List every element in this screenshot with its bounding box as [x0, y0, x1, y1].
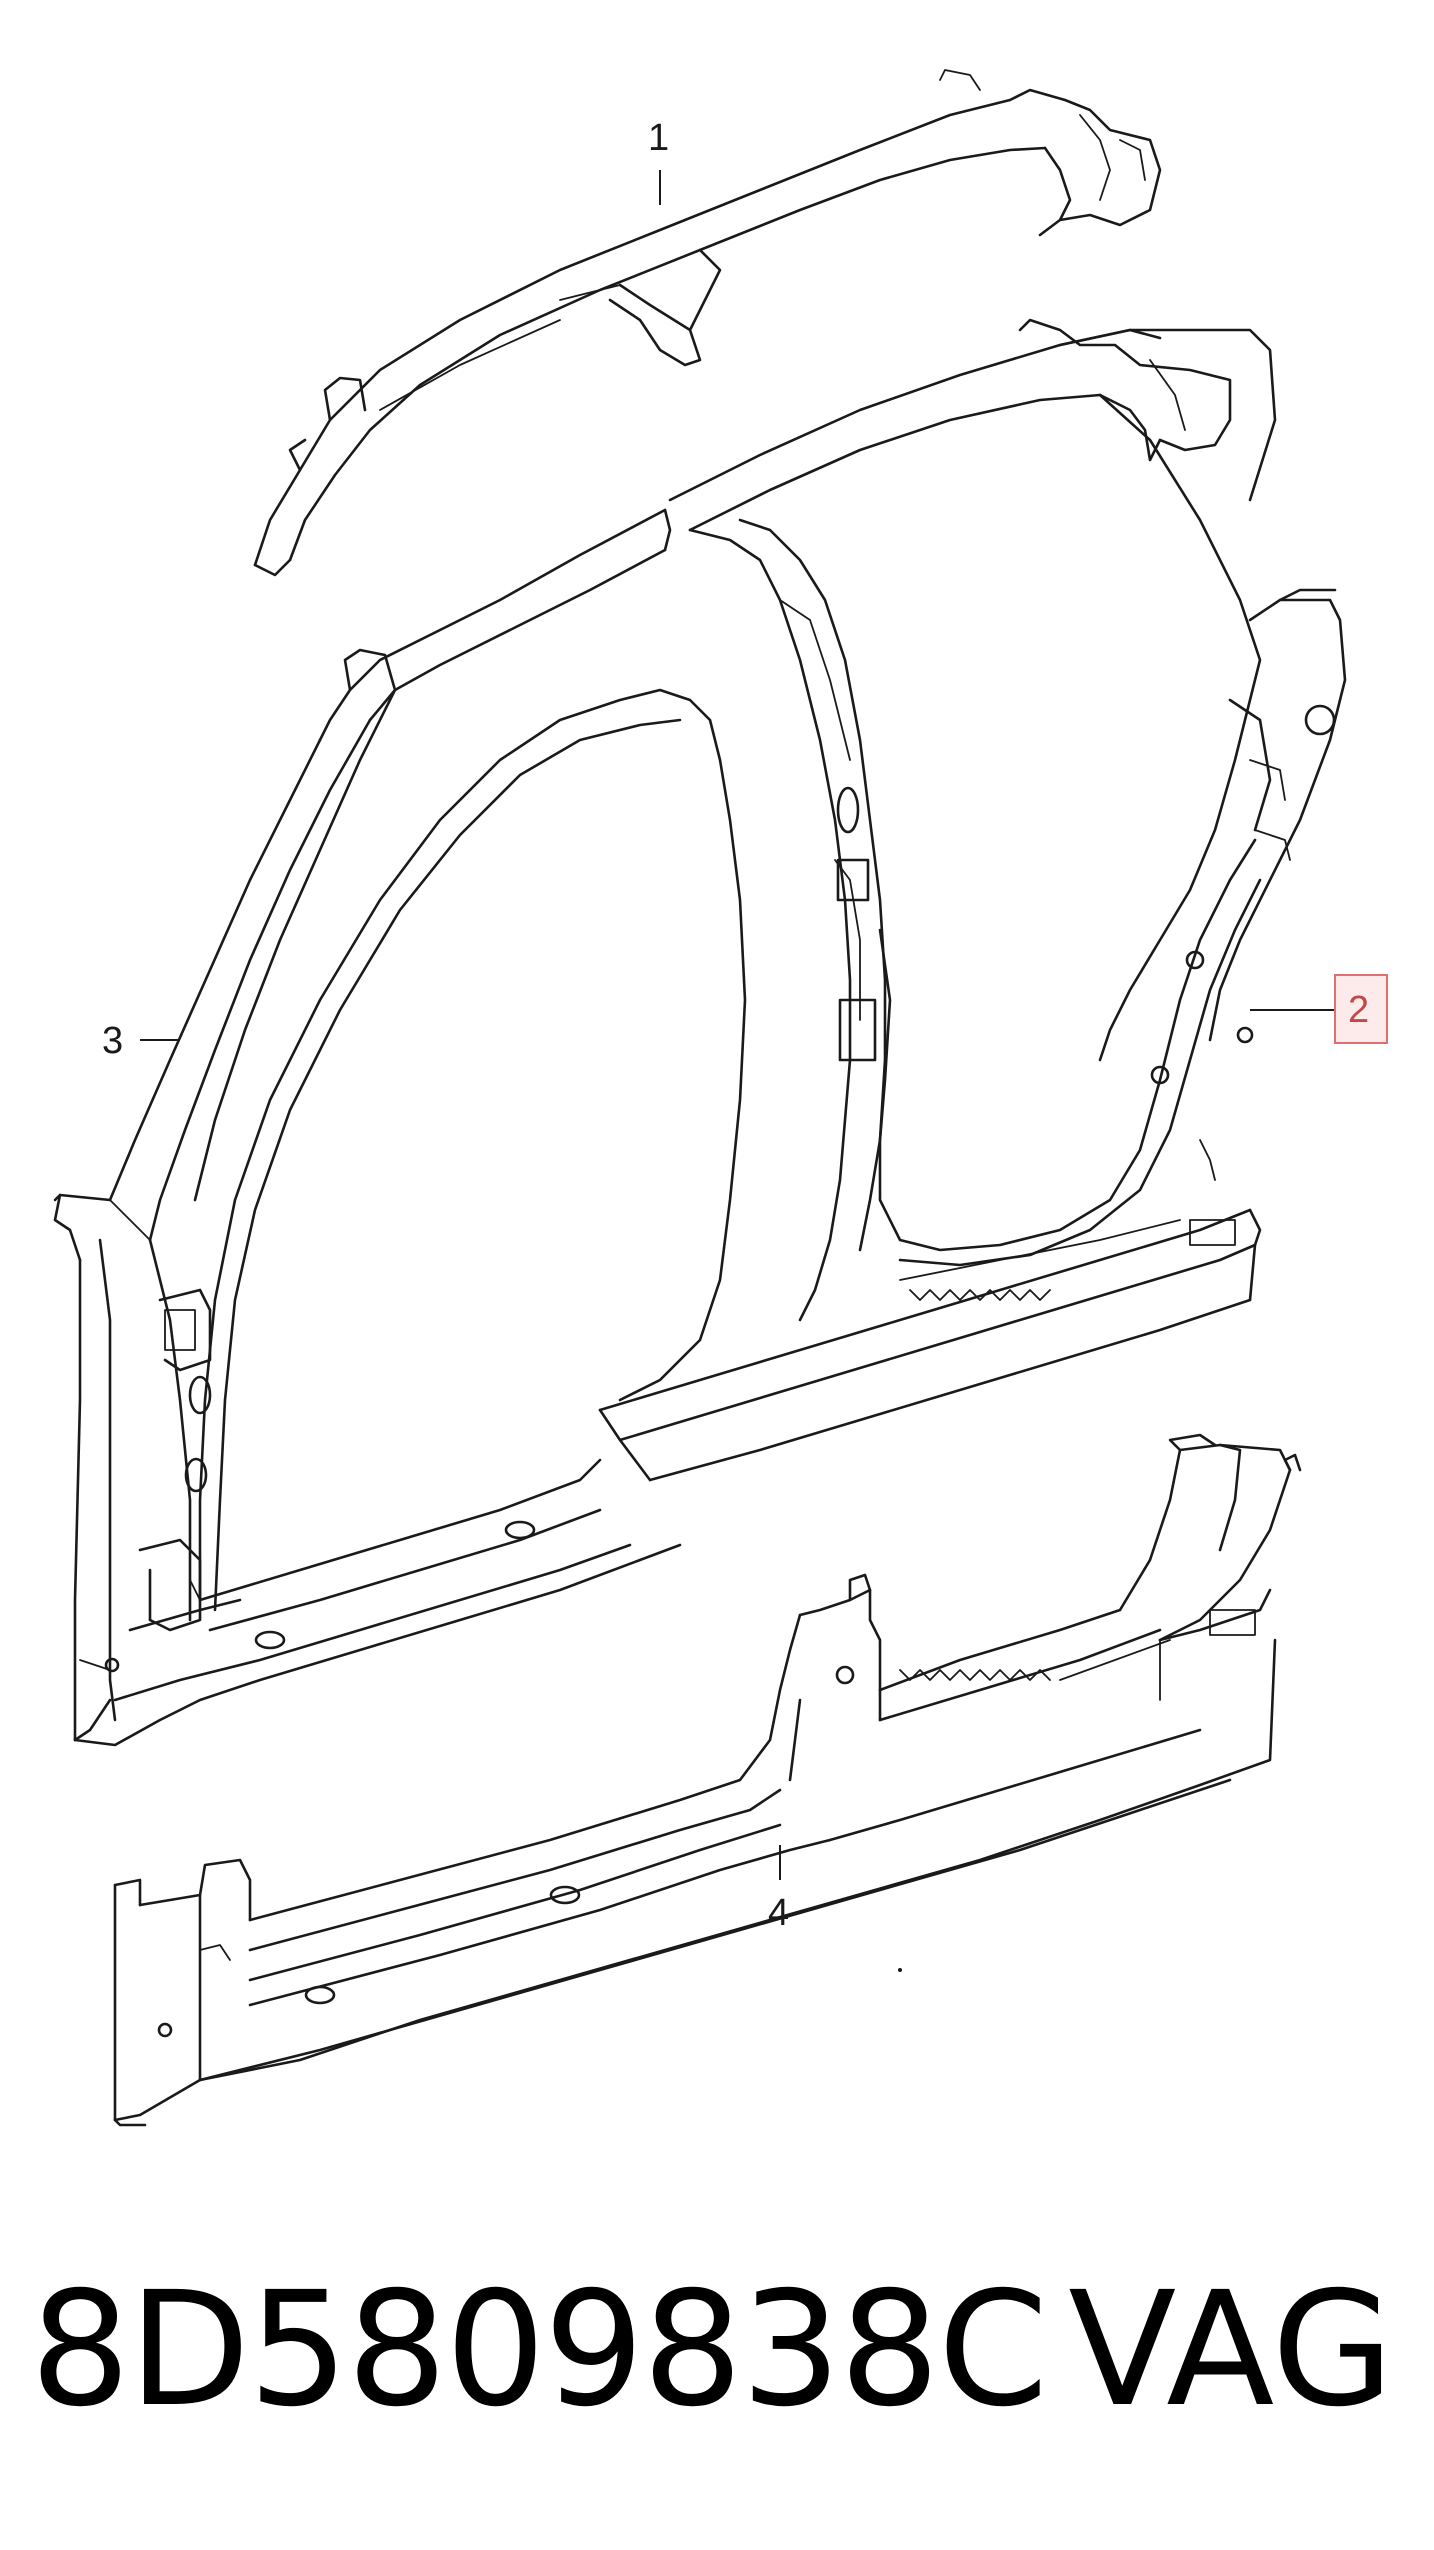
callout-2[interactable]: 2 [1250, 974, 1388, 1044]
callout-4: 4 [768, 1845, 789, 1934]
stray-dot [898, 1968, 902, 1972]
part-number: 8D5809838C [30, 2258, 1048, 2442]
part-roof-rail [253, 69, 1162, 577]
footer: 8D5809838C VAG [0, 2250, 1434, 2450]
callout-3-label: 3 [102, 1020, 123, 1062]
callout-2-highlight-box [1334, 974, 1388, 1044]
callout-4-label: 4 [768, 1892, 789, 1934]
callout-2-label: 2 [1348, 989, 1369, 1031]
parts-diagram: 1 2 3 4 [53, 69, 1388, 2127]
callout-1: 1 [648, 117, 669, 205]
part-rocker-panel [113, 1433, 1302, 2127]
callout-3: 3 [102, 1020, 180, 1062]
callout-1-label: 1 [648, 117, 669, 159]
part-side-panel-front [53, 508, 747, 1747]
brand-label: VAG [1068, 2258, 1394, 2442]
part-side-panel-rear [598, 318, 1347, 1482]
